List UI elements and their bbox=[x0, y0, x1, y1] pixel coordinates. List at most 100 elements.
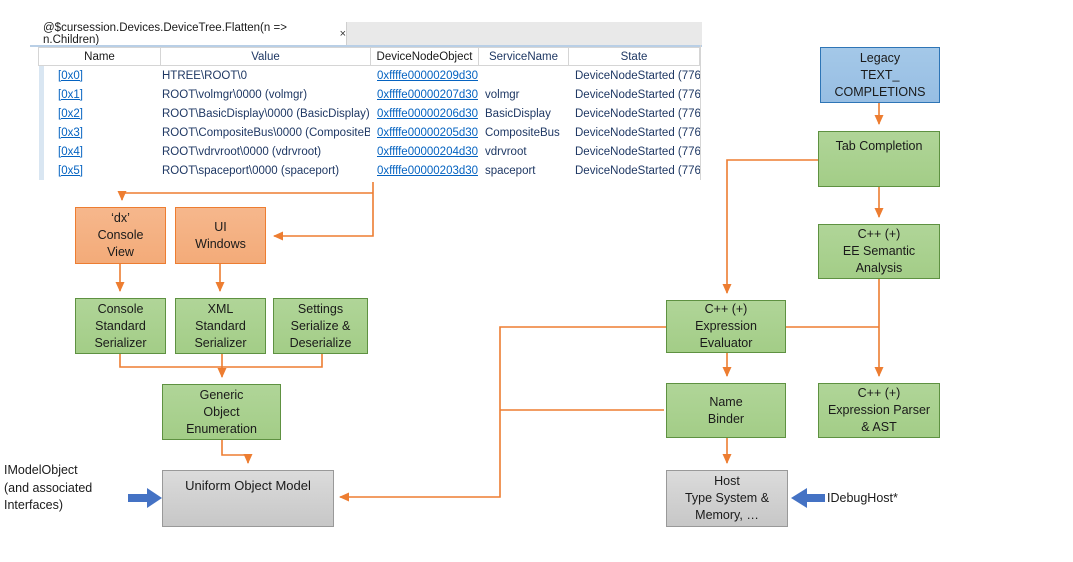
connector-table-to-ui-windows bbox=[273, 182, 374, 241]
box-line: Expression Parser bbox=[827, 403, 931, 417]
box-name-binder: Name Binder bbox=[666, 383, 786, 438]
box-line: Serializer bbox=[94, 335, 147, 350]
idebughost-label: IDebugHost* bbox=[827, 491, 898, 505]
box-line: UI bbox=[214, 219, 227, 234]
box-line: Memory, … bbox=[695, 508, 759, 522]
row-service: volmgr bbox=[485, 88, 520, 101]
row-state: DeviceNodeStarted (776) bbox=[575, 69, 700, 82]
table-row: [0x5] ROOT\spaceport\0000 (spaceport) 0x… bbox=[38, 161, 700, 180]
box-line: Binder bbox=[707, 411, 745, 426]
row-service: BasicDisplay bbox=[485, 107, 551, 120]
box-console-standard-serializer: Console Standard Serializer bbox=[75, 298, 166, 354]
connector-tab-completion-to-expression-evaluator bbox=[722, 159, 818, 294]
table-row: [0x0] HTREE\ROOT\0 0xffffe00000209d30 De… bbox=[38, 66, 700, 85]
box-line: C++ (+) bbox=[857, 386, 901, 400]
box-line: Serialize & bbox=[290, 318, 351, 333]
column-header-value[interactable]: Value bbox=[160, 48, 370, 65]
box-line: XML bbox=[207, 301, 234, 316]
box-line: Console bbox=[97, 301, 144, 316]
box-ee-semantic-analysis: C++ (+) EE Semantic Analysis bbox=[818, 224, 940, 279]
column-header-state[interactable]: State bbox=[568, 48, 700, 65]
box-line: Settings bbox=[297, 301, 344, 316]
imodelobject-label: IModelObject (and associated Interfaces) bbox=[4, 462, 134, 515]
box-line: C++ (+) bbox=[857, 227, 901, 241]
box-expression-evaluator: C++ (+) Expression Evaluator bbox=[666, 300, 786, 353]
box-line: COMPLETIONS bbox=[834, 84, 926, 99]
row-node-link[interactable]: 0xffffe00000209d30 bbox=[377, 69, 478, 82]
box-line: Deserialize bbox=[289, 335, 352, 350]
box-line: EE Semantic bbox=[842, 244, 916, 258]
table-body: [0x0] HTREE\ROOT\0 0xffffe00000209d30 De… bbox=[38, 66, 700, 180]
box-line: Generic bbox=[199, 387, 244, 402]
box-line: View bbox=[107, 245, 134, 259]
connector-generic-enum-to-uniform-model bbox=[221, 440, 253, 464]
box-line: TEXT_ bbox=[860, 67, 900, 82]
row-node-link[interactable]: 0xffffe00000203d30 bbox=[377, 164, 478, 177]
row-value: ROOT\volmgr\0000 (volmgr) bbox=[162, 88, 308, 101]
box-host-type-system-memory: Host Type System & Memory, … bbox=[666, 470, 788, 527]
box-line: Standard bbox=[95, 318, 146, 333]
row-service: vdrvroot bbox=[485, 145, 527, 158]
connector-table-to-dx-console bbox=[117, 191, 373, 201]
column-header-name[interactable]: Name bbox=[38, 48, 160, 65]
box-line: Expression bbox=[695, 319, 757, 333]
label-line: IModelObject bbox=[4, 463, 78, 477]
box-xml-standard-serializer: XML Standard Serializer bbox=[175, 298, 266, 354]
table-row: [0x2] ROOT\BasicDisplay\0000 (BasicDispl… bbox=[38, 104, 700, 123]
box-generic-object-enumeration: Generic Object Enumeration bbox=[162, 384, 281, 440]
box-line: C++ (+) bbox=[704, 302, 748, 316]
row-value: ROOT\spaceport\0000 (spaceport) bbox=[162, 164, 340, 177]
box-uniform-object-model: Uniform Object Model bbox=[162, 470, 334, 527]
row-state: DeviceNodeStarted (776) bbox=[575, 145, 700, 158]
row-name-link[interactable]: [0x3] bbox=[58, 126, 83, 139]
row-name-link[interactable]: [0x2] bbox=[58, 107, 83, 120]
row-state: DeviceNodeStarted (776) bbox=[575, 164, 700, 177]
row-value: ROOT\vdrvroot\0000 (vdrvroot) bbox=[162, 145, 322, 158]
close-icon[interactable]: × bbox=[339, 27, 346, 40]
row-state: DeviceNodeStarted (776) bbox=[575, 88, 700, 101]
box-line: Object bbox=[203, 404, 240, 419]
box-line: Name bbox=[709, 394, 743, 409]
watch-tab-label: @$cursession.Devices.DeviceTree.Flatten(… bbox=[43, 21, 287, 46]
column-header-devicenodeobject[interactable]: DeviceNodeObject bbox=[370, 48, 478, 65]
box-line: Serializer bbox=[194, 335, 247, 350]
idebughost-arrow-icon bbox=[791, 488, 825, 508]
row-node-link[interactable]: 0xffffe00000205d30 bbox=[377, 126, 478, 139]
row-node-link[interactable]: 0xffffe00000206d30 bbox=[377, 107, 478, 120]
box-dx-console-view: ‘dx’ Console View bbox=[75, 207, 166, 264]
tab-strip: @$cursession.Devices.DeviceTree.Flatten(… bbox=[30, 21, 702, 46]
box-line: Legacy bbox=[859, 50, 901, 65]
row-name-link[interactable]: [0x1] bbox=[58, 88, 83, 101]
box-line: Console bbox=[97, 228, 144, 242]
box-ui-windows: UI Windows bbox=[175, 207, 266, 264]
box-line: Type System & bbox=[684, 491, 770, 505]
row-name-link[interactable]: [0x4] bbox=[58, 145, 83, 158]
watch-tab[interactable]: @$cursession.Devices.DeviceTree.Flatten(… bbox=[30, 21, 347, 46]
row-value: HTREE\ROOT\0 bbox=[162, 69, 247, 82]
table-row: [0x1] ROOT\volmgr\0000 (volmgr) 0xffffe0… bbox=[38, 85, 700, 104]
box-line: ‘dx’ bbox=[111, 211, 130, 225]
box-line: Analysis bbox=[855, 261, 903, 275]
tabstrip-divider bbox=[30, 45, 702, 47]
column-header-servicename[interactable]: ServiceName bbox=[478, 48, 568, 65]
row-node-link[interactable]: 0xffffe00000207d30 bbox=[377, 88, 478, 101]
box-line: Enumeration bbox=[186, 421, 257, 436]
box-legacy-text-completions: Legacy TEXT_ COMPLETIONS bbox=[820, 47, 940, 103]
row-value: ROOT\CompositeBus\0000 (CompositeBus) bbox=[162, 126, 370, 139]
box-line: Host bbox=[714, 474, 740, 488]
box-line: & AST bbox=[861, 420, 897, 434]
row-name-link[interactable]: [0x0] bbox=[58, 69, 83, 82]
row-service: CompositeBus bbox=[485, 126, 560, 139]
box-line: Standard bbox=[195, 318, 246, 333]
row-gutter bbox=[39, 66, 44, 180]
table-row: [0x4] ROOT\vdrvroot\0000 (vdrvroot) 0xff… bbox=[38, 142, 700, 161]
row-node-link[interactable]: 0xffffe00000204d30 bbox=[377, 145, 478, 158]
row-name-link[interactable]: [0x5] bbox=[58, 164, 83, 177]
box-line: Windows bbox=[195, 236, 246, 251]
box-expression-parser-ast: C++ (+) Expression Parser & AST bbox=[818, 383, 940, 438]
row-state: DeviceNodeStarted (776) bbox=[575, 107, 700, 120]
label-line: Interfaces) bbox=[4, 498, 64, 512]
table-right-border bbox=[700, 45, 701, 180]
box-line: Tab Completion bbox=[835, 139, 923, 153]
